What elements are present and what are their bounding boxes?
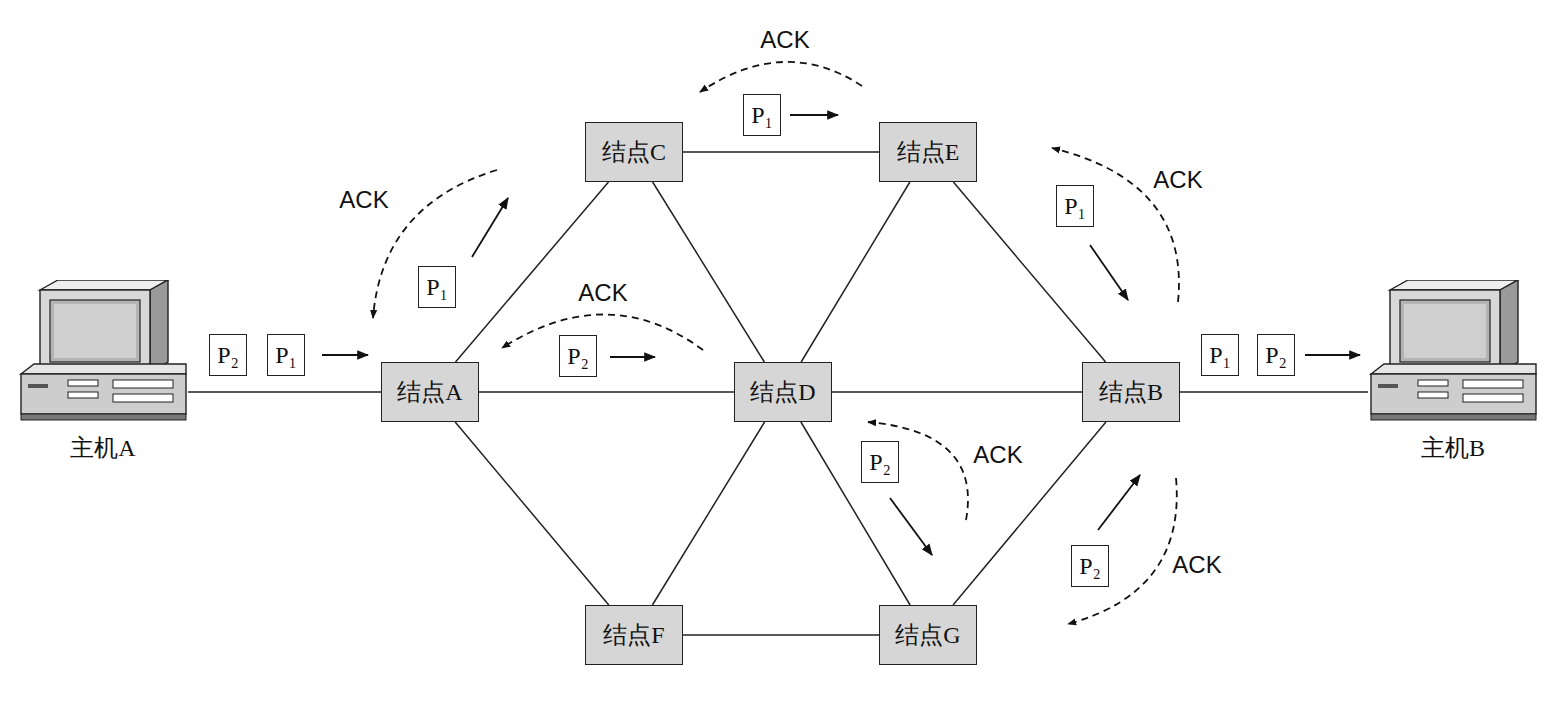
host-label: 主机A: [70, 432, 135, 464]
node-label: 结点A: [397, 376, 462, 408]
node-label: 结点B: [1099, 376, 1163, 408]
computer-icon: [1368, 280, 1538, 430]
link-line: [832, 391, 1082, 393]
switch-node-box: 结点G: [879, 605, 977, 665]
packet-label: P₁: [751, 102, 773, 129]
packet-box: P₂: [861, 441, 899, 483]
move-arrow: [890, 498, 932, 555]
packet-label: P₁: [1209, 342, 1231, 369]
switch-node-box: 结点F: [585, 605, 683, 665]
ack-arc: [868, 422, 968, 520]
packet-box: P₁: [743, 94, 781, 136]
packet-label: P₂: [217, 342, 239, 369]
packet-box: P₂: [209, 334, 247, 376]
host-computer: 主机B: [1368, 280, 1538, 464]
move-arrow: [1090, 245, 1128, 300]
packet-label: P₂: [567, 343, 589, 370]
link-line: [479, 391, 734, 393]
switch-node-box: 结点E: [879, 122, 977, 182]
link-line: [1180, 391, 1368, 393]
move-arrow: [1305, 354, 1360, 356]
host-computer: 主机A: [18, 280, 188, 464]
packet-label: P₁: [275, 342, 297, 369]
packet-box: P₂: [1071, 545, 1109, 587]
packet-box: P₁: [1201, 334, 1239, 376]
packet-box: P₂: [1257, 334, 1295, 376]
link-line: [653, 182, 765, 362]
packet-box: P₂: [559, 335, 597, 377]
switch-node-box: 结点B: [1082, 362, 1180, 422]
link-line: [953, 182, 1105, 362]
switch-node-box: 结点A: [381, 362, 479, 422]
node-label: 结点E: [897, 136, 960, 168]
link-line: [801, 182, 910, 362]
ack-arc: [502, 314, 703, 350]
packet-label: P₂: [1079, 553, 1101, 580]
ack-label: ACK: [337, 186, 390, 214]
node-label: 结点C: [602, 136, 666, 168]
link-line: [801, 422, 910, 605]
node-label: 结点F: [603, 619, 664, 651]
ack-arcs: [373, 62, 1179, 624]
packet-label: P₁: [1064, 193, 1086, 220]
ack-arc: [1068, 478, 1177, 624]
move-arrow: [610, 356, 655, 358]
ack-label: ACK: [1151, 166, 1204, 194]
switch-node-box: 结点C: [585, 122, 683, 182]
move-arrow: [322, 354, 368, 356]
packet-label: P₂: [1265, 342, 1287, 369]
ack-label: ACK: [1170, 551, 1223, 579]
ack-label: ACK: [758, 26, 811, 54]
link-line: [455, 422, 609, 605]
link-line: [652, 422, 764, 605]
link-line: [953, 422, 1106, 605]
packet-box: P₁: [267, 334, 305, 376]
move-arrow: [1098, 475, 1140, 530]
ack-label: ACK: [576, 279, 629, 307]
link-line: [188, 391, 381, 393]
computer-icon: [18, 280, 188, 430]
packet-box: P₁: [418, 266, 456, 308]
packet-label: P₁: [426, 274, 448, 301]
host-label: 主机B: [1421, 432, 1485, 464]
link-line: [683, 151, 879, 153]
node-label: 结点G: [895, 619, 960, 651]
move-arrow: [472, 198, 508, 257]
packet-label: P₂: [869, 449, 891, 476]
ack-label: ACK: [971, 441, 1024, 469]
packet-box: P₁: [1056, 185, 1094, 227]
link-line: [683, 634, 879, 636]
ack-arc: [700, 62, 862, 92]
node-label: 结点D: [750, 376, 815, 408]
ack-arc: [373, 170, 497, 318]
move-arrow: [790, 114, 838, 116]
switch-node-box: 结点D: [734, 362, 832, 422]
